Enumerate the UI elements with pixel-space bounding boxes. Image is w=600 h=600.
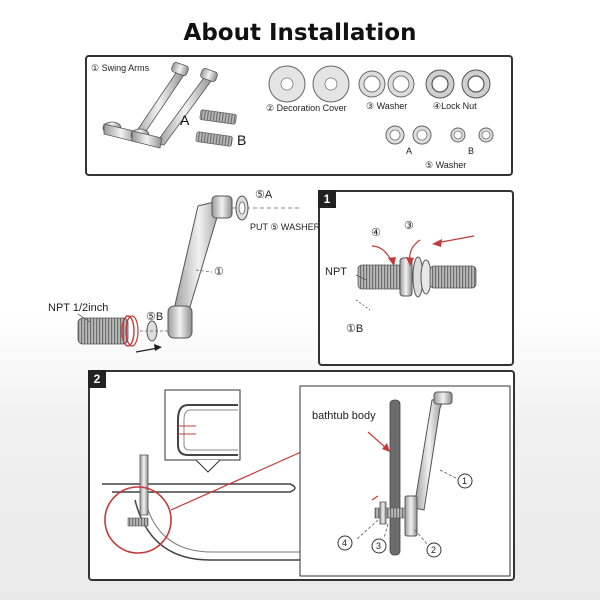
washer5-label: ⑤ Washer <box>425 160 467 170</box>
put-washer-label: PUT ⑤ WASHER IN <box>250 222 332 232</box>
swing-arms-label: ① Swing Arms <box>91 63 150 73</box>
step2-callout-1: 1 <box>462 476 468 486</box>
washer5-a-label: A <box>406 146 413 156</box>
step1-callout-1b: ①B <box>346 323 364 335</box>
step2-callout-4: 4 <box>342 538 348 548</box>
arm-b-label: B <box>237 132 247 148</box>
label-5b: ⑤B <box>146 311 164 323</box>
label-1: ① <box>214 266 224 278</box>
lock-nut-icon <box>425 69 491 99</box>
step1-callout-3: ③ <box>404 220 414 232</box>
step2-number: 2 <box>88 370 106 388</box>
step2-callout-2: 2 <box>431 545 437 555</box>
step1-callout-4: ④ <box>371 227 381 239</box>
washer-5b-icon <box>450 127 494 143</box>
washer-label: ③ Washer <box>366 101 408 111</box>
step1-npt-label: NPT <box>325 266 347 278</box>
page-title: About Installation <box>183 20 417 46</box>
lock-nut-label: ④Lock Nut <box>433 101 477 111</box>
washer-3-icon <box>358 70 415 98</box>
nipple-b-icon <box>195 131 233 147</box>
swing-arm-1-icon <box>102 62 189 143</box>
washer5-b-label: B <box>468 146 475 156</box>
decoration-cover-label: ② Decoration Cover <box>266 103 347 113</box>
bathtub-body-label: bathtub body <box>312 410 376 422</box>
decoration-cover-icon <box>268 65 350 103</box>
step2-callout-3: 3 <box>376 541 382 551</box>
nipple-a-icon <box>199 109 237 125</box>
npt-half-inch-label: NPT 1/2inch <box>48 302 109 314</box>
label-5a: ⑤A <box>255 189 273 201</box>
washer-5a-icon <box>385 125 432 145</box>
step1-number: 1 <box>318 190 336 208</box>
arm-a-label: A <box>180 112 190 128</box>
swing-arm-2-icon <box>130 68 218 149</box>
